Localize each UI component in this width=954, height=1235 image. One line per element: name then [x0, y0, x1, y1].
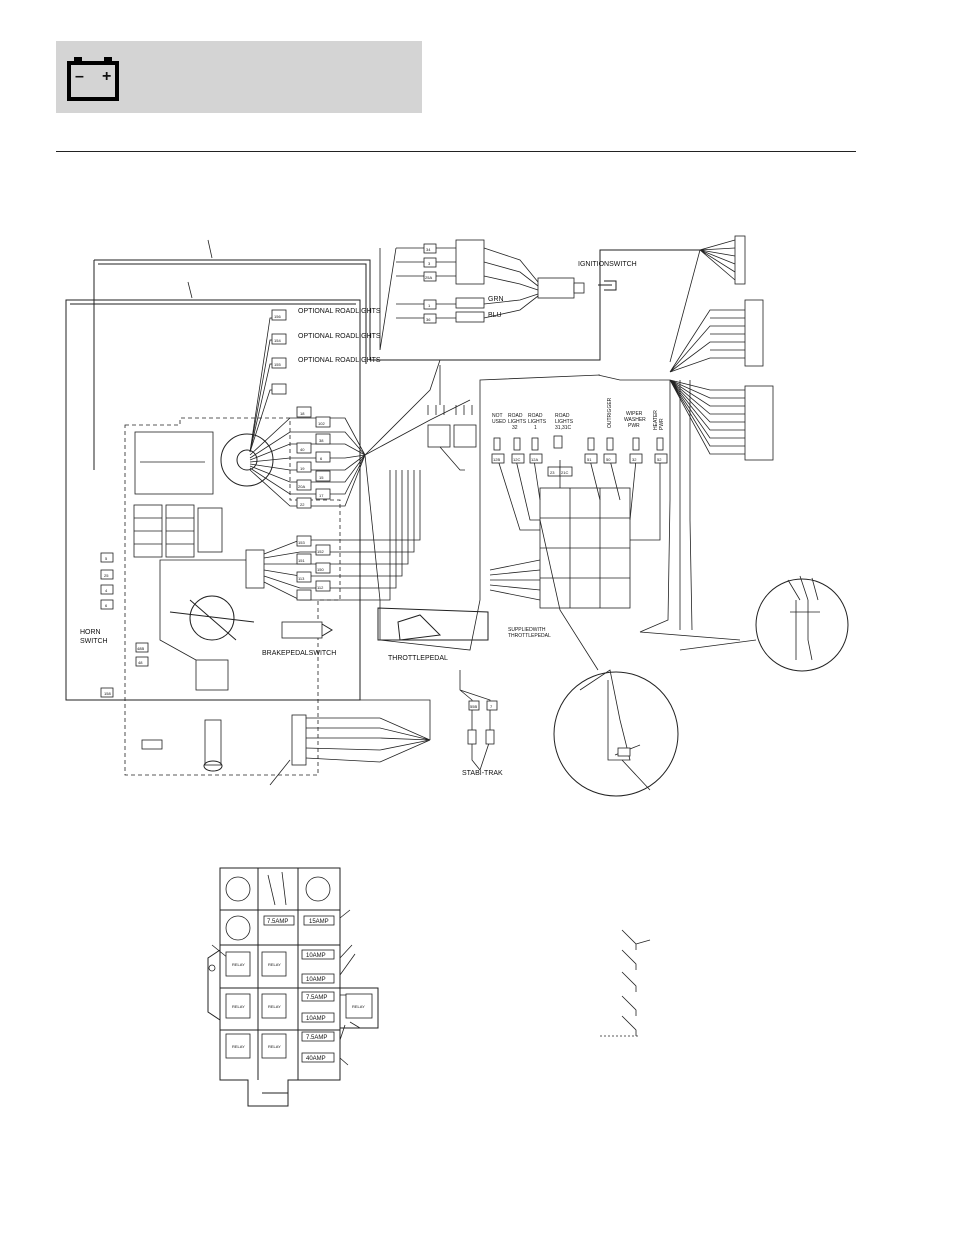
- svg-text:LIGHTS: LIGHTS: [508, 419, 527, 425]
- svg-text:23: 23: [550, 470, 555, 475]
- svg-text:113: 113: [298, 576, 305, 581]
- svg-text:12C: 12C: [513, 457, 520, 462]
- svg-text:36: 36: [426, 317, 431, 322]
- svg-text:48: 48: [138, 660, 143, 665]
- svg-text:12B: 12B: [493, 457, 500, 462]
- svg-text:5: 5: [105, 556, 108, 561]
- svg-text:32: 32: [512, 425, 518, 431]
- svg-text:20A: 20A: [298, 484, 305, 489]
- relay-label: RELAY: [232, 1004, 245, 1009]
- fuse-label: 7.5AMP: [267, 919, 288, 925]
- battery-icon: – +: [66, 51, 120, 103]
- svg-text:48B: 48B: [137, 646, 144, 651]
- svg-text:21C: 21C: [561, 470, 568, 475]
- relay-label: RELAY: [268, 1044, 281, 1049]
- svg-text:STABI-TRAK: STABI-TRAK: [462, 770, 503, 777]
- svg-text:52: 52: [657, 457, 662, 462]
- svg-text:SWITCH: SWITCH: [80, 638, 108, 645]
- header-divider: [56, 151, 856, 152]
- svg-text:51: 51: [587, 457, 592, 462]
- svg-text:25: 25: [104, 573, 109, 578]
- svg-text:34: 34: [426, 247, 431, 252]
- fuse-label: 7.5AMP: [306, 995, 327, 1001]
- fuse-label: 10AMP: [306, 1016, 326, 1022]
- svg-text:LIGHTS: LIGHTS: [555, 419, 574, 425]
- svg-text:158: 158: [104, 691, 111, 696]
- svg-text:152: 152: [317, 549, 324, 554]
- svg-text:1: 1: [534, 425, 537, 431]
- relay-label: RELAY: [232, 1044, 245, 1049]
- svg-text:7: 7: [490, 704, 493, 709]
- svg-text:ROAD: ROAD: [528, 413, 543, 419]
- svg-text:31,31C: 31,31C: [555, 425, 572, 431]
- fuse-label: 10AMP: [306, 953, 326, 959]
- svg-text:102: 102: [318, 421, 325, 426]
- svg-text:ROAD: ROAD: [555, 413, 570, 419]
- relay-label: RELAY: [268, 1004, 281, 1009]
- svg-text:19: 19: [300, 466, 305, 471]
- svg-text:HEATER: HEATER: [653, 410, 659, 430]
- ignition-switch-label: IGNITIONSWITCH: [578, 261, 637, 268]
- svg-text:PWR: PWR: [659, 418, 665, 430]
- svg-text:HORN: HORN: [80, 629, 101, 636]
- svg-text:OPTIONAL ROADLIGHTS: OPTIONAL ROADLIGHTS: [298, 333, 381, 340]
- svg-text:6: 6: [105, 603, 108, 608]
- relay-label: RELAY: [232, 962, 245, 967]
- svg-text:BLU: BLU: [488, 312, 502, 319]
- svg-text:22: 22: [300, 502, 305, 507]
- relay-label: RELAY: [268, 962, 281, 967]
- svg-text:112: 112: [317, 585, 324, 590]
- svg-text:GRN: GRN: [488, 296, 504, 303]
- svg-text:NOT: NOT: [492, 413, 503, 419]
- svg-text:USED: USED: [492, 419, 506, 425]
- svg-text:OUTRIGGER: OUTRIGGER: [607, 397, 613, 428]
- svg-text:156: 156: [274, 314, 281, 319]
- svg-text:4: 4: [105, 588, 108, 593]
- svg-text:154: 154: [274, 338, 281, 343]
- svg-text:25A: 25A: [425, 275, 432, 280]
- fuse-label: 7.5AMP: [306, 1035, 327, 1041]
- svg-text:OPTIONAL ROADLIGHTS: OPTIONAL ROADLIGHTS: [298, 308, 381, 315]
- fuse-label: 15AMP: [309, 919, 329, 925]
- relay-label: RELAY: [352, 1004, 365, 1009]
- svg-text:LIGHTS: LIGHTS: [528, 419, 547, 425]
- svg-text:THROTTLEPEDAL: THROTTLEPEDAL: [508, 633, 551, 639]
- svg-text:155: 155: [274, 362, 281, 367]
- svg-text:ROAD: ROAD: [508, 413, 523, 419]
- svg-text:40: 40: [300, 447, 305, 452]
- svg-text:SUPPLIEDWITH: SUPPLIEDWITH: [508, 627, 546, 633]
- section-header: – +: [56, 41, 422, 113]
- fuse-label: 10AMP: [306, 977, 326, 983]
- svg-text:151: 151: [298, 558, 305, 563]
- svg-text:–: –: [75, 68, 84, 85]
- svg-text:15: 15: [319, 475, 324, 480]
- svg-text:1: 1: [428, 303, 431, 308]
- svg-text:150: 150: [317, 567, 324, 572]
- svg-text:55B: 55B: [470, 704, 477, 709]
- svg-text:32: 32: [632, 457, 637, 462]
- svg-text:+: +: [102, 68, 111, 85]
- svg-text:50: 50: [606, 457, 611, 462]
- fuse-label: 40AMP: [306, 1056, 326, 1062]
- svg-text:OPTIONAL ROADLIGHTS: OPTIONAL ROADLIGHTS: [298, 357, 381, 364]
- svg-text:WIPER: WIPER: [626, 411, 643, 417]
- svg-text:153: 153: [298, 540, 305, 545]
- svg-text:WASHER: WASHER: [624, 417, 646, 423]
- svg-text:17: 17: [319, 493, 324, 498]
- svg-text:THROTTLEPEDAL: THROTTLEPEDAL: [388, 655, 448, 662]
- svg-text:3: 3: [428, 261, 431, 266]
- svg-text:6: 6: [320, 456, 323, 461]
- svg-text:PWR: PWR: [628, 423, 640, 429]
- svg-text:18: 18: [300, 411, 305, 416]
- svg-text:38: 38: [319, 438, 324, 443]
- svg-text:12A: 12A: [531, 457, 538, 462]
- svg-text:BRAKEPEDALSWITCH: BRAKEPEDALSWITCH: [262, 650, 336, 657]
